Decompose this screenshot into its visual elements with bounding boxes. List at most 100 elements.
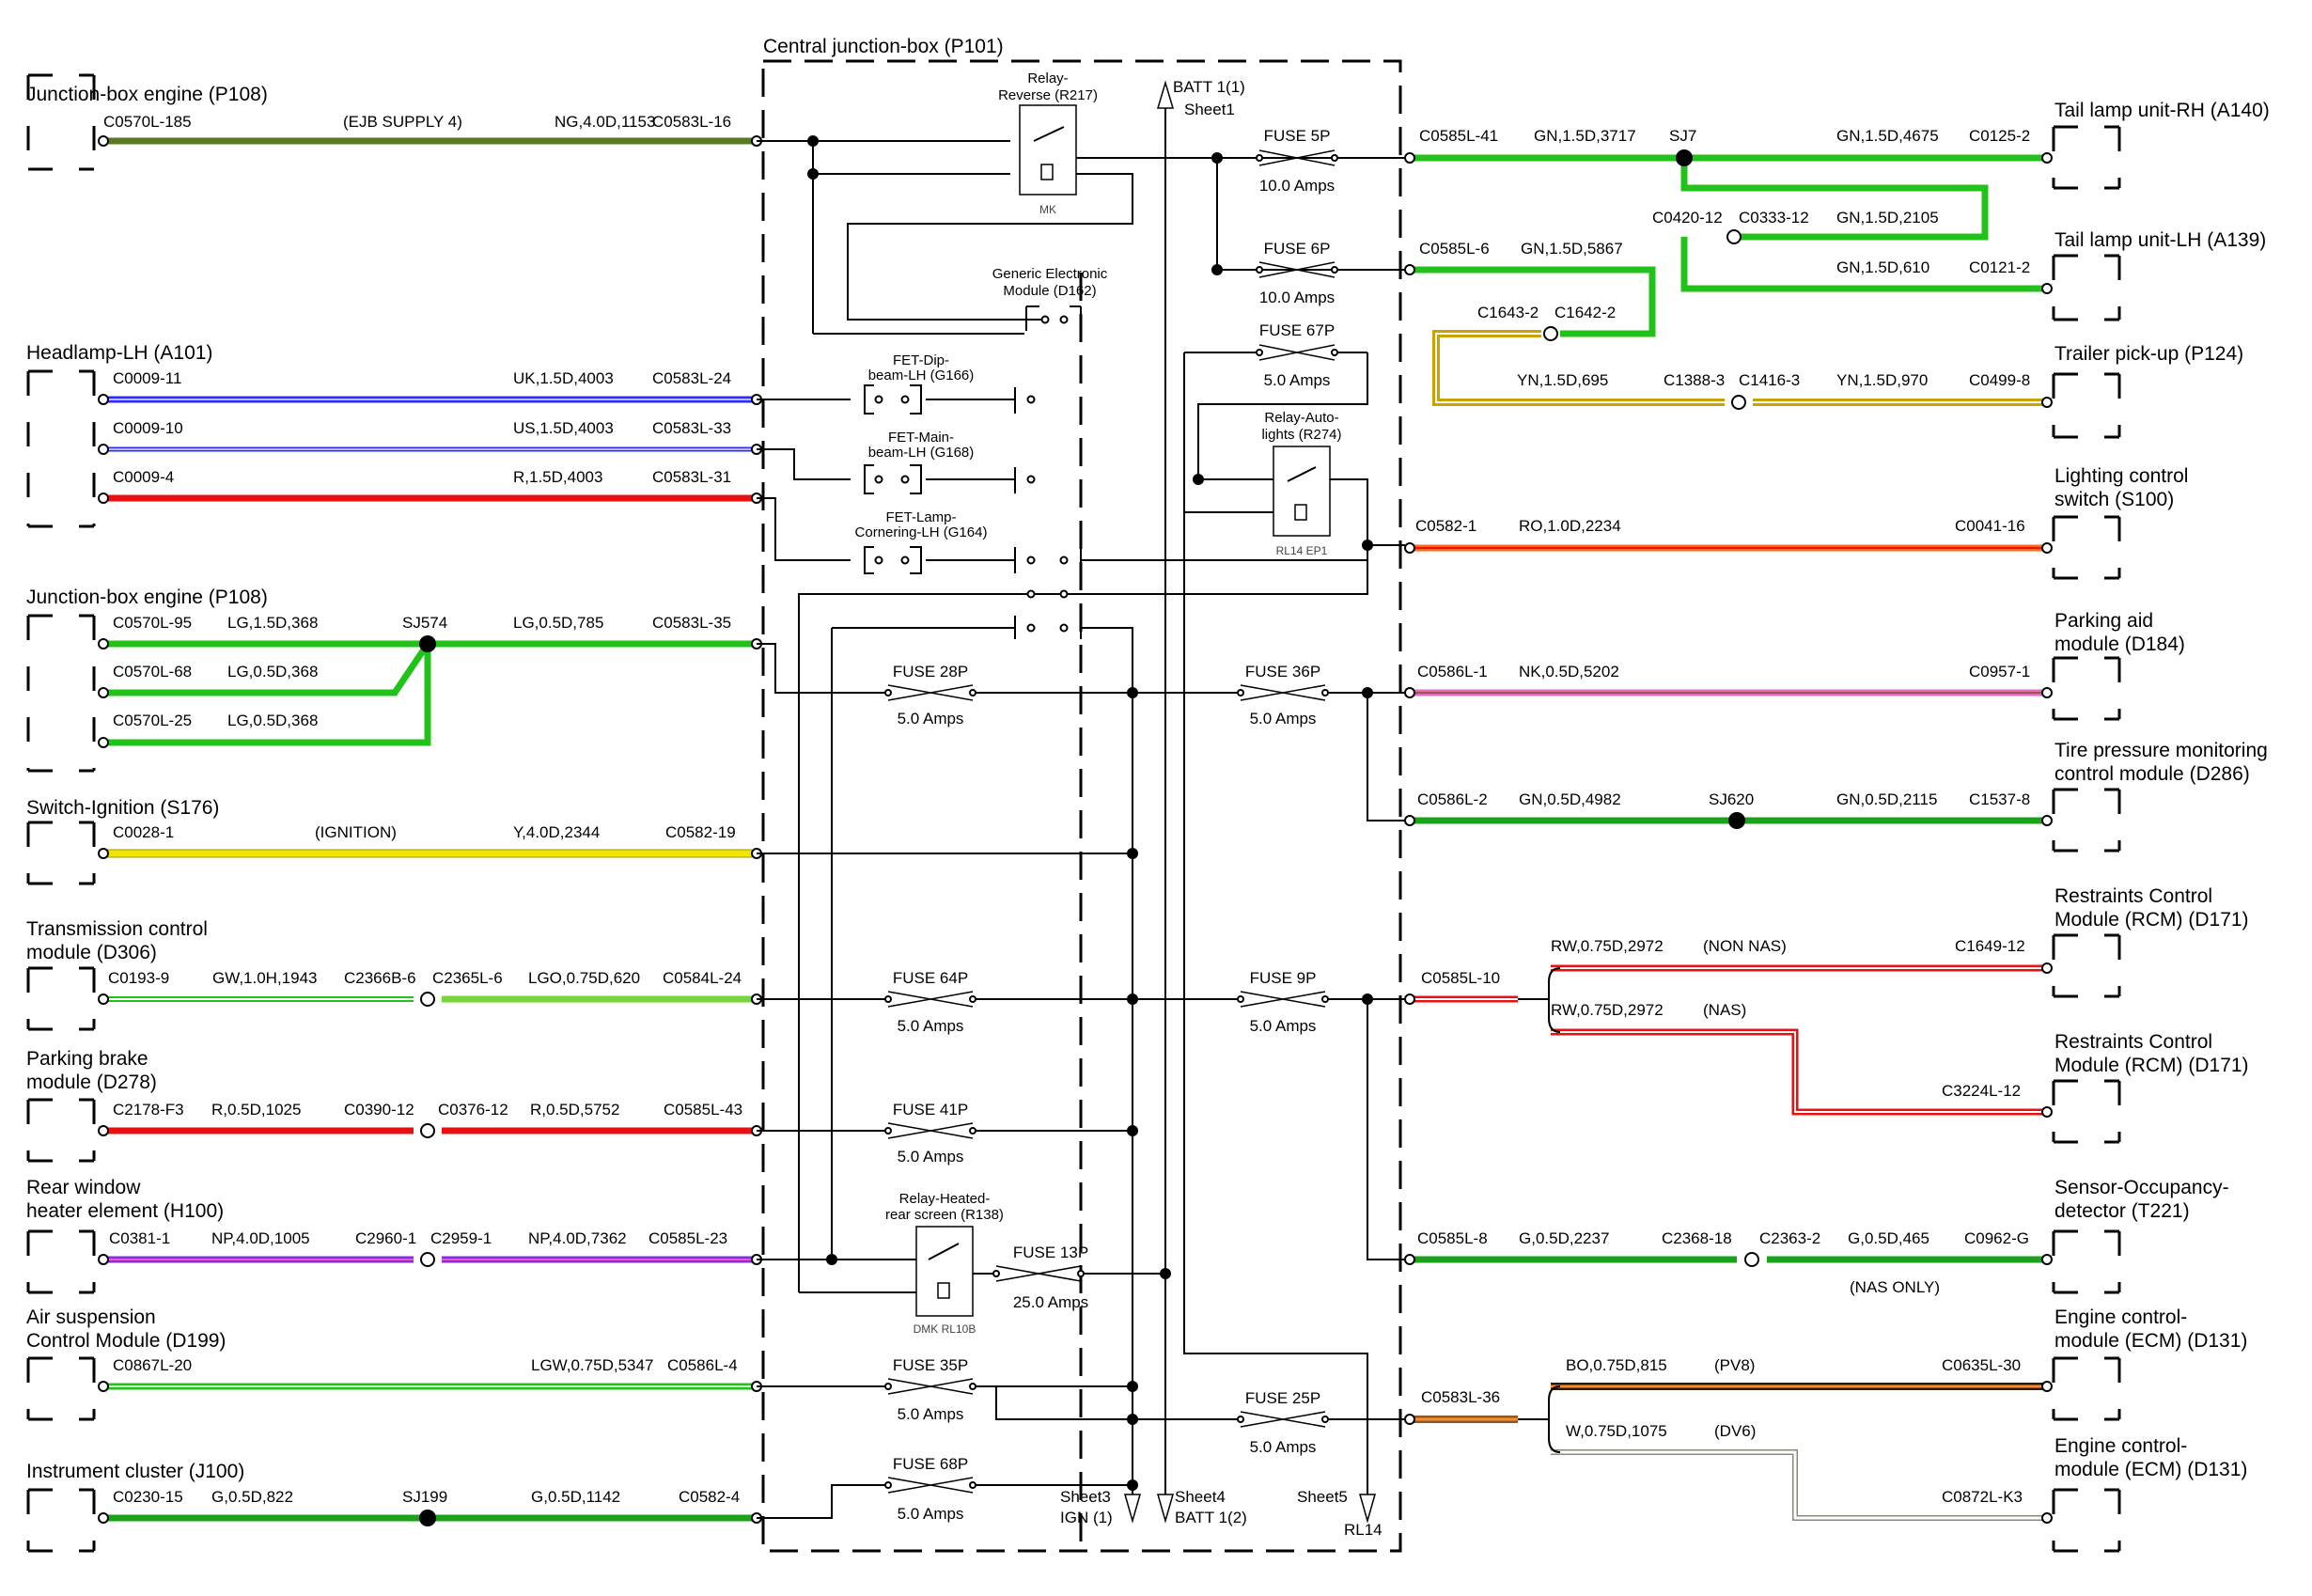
relay-reverse bbox=[1019, 104, 1077, 196]
fuse-name: FUSE 64P bbox=[893, 969, 968, 987]
fuse-41p: FUSE 41P 5.0 Amps bbox=[884, 1101, 976, 1166]
box-air bbox=[26, 1356, 96, 1421]
inline-connector bbox=[1543, 326, 1558, 341]
bus bbox=[757, 643, 888, 694]
fuse-terminal bbox=[1256, 154, 1263, 162]
fuse-rating: 5.0 Amps bbox=[898, 1017, 964, 1035]
pin bbox=[2041, 283, 2053, 294]
connector-label: C1537-8 bbox=[1969, 790, 2030, 808]
inline-connector bbox=[1731, 395, 1746, 410]
component-name: module (D278) bbox=[26, 1072, 157, 1093]
fuse-rating: 5.0 Amps bbox=[1264, 371, 1331, 389]
fuse-symbol bbox=[1258, 344, 1336, 361]
right-pins bbox=[1404, 152, 2053, 1524]
wire-note: (PV8) bbox=[1714, 1356, 1755, 1374]
wire-w-core bbox=[1551, 1450, 2044, 1520]
box-tlrh bbox=[2052, 125, 2121, 190]
pin bbox=[2041, 1106, 2053, 1118]
offsheet-label: Sheet4 bbox=[1175, 1488, 1226, 1506]
fuse-name: FUSE 68P bbox=[893, 1455, 968, 1473]
junction-box-title: Central junction-box (P101) bbox=[763, 36, 1004, 57]
fuse-terminal bbox=[969, 689, 976, 696]
fuse-terminal bbox=[1256, 266, 1263, 274]
connector-label: C0583L-31 bbox=[652, 468, 731, 486]
component-name: module (ECM) (D131) bbox=[2054, 1459, 2247, 1480]
switch-contact bbox=[1059, 315, 1069, 324]
fuse-terminal bbox=[969, 1481, 976, 1489]
sheet5-arrow bbox=[1359, 1494, 1376, 1524]
component-name: Lighting control bbox=[2054, 465, 2188, 487]
component-name: Tire pressure monitoring bbox=[2054, 740, 2268, 761]
connector-label: C0583L-36 bbox=[1421, 1388, 1500, 1406]
bus bbox=[1330, 478, 1368, 545]
fet-main-beam: FET-Main- beam-LH (G168) bbox=[864, 430, 974, 494]
fet-label: FET-Dip- bbox=[893, 352, 949, 368]
wire-spec: GN,1.5D,610 bbox=[1836, 258, 1929, 276]
fuse-9p: FUSE 9P 5.0 Amps bbox=[1237, 969, 1329, 1035]
wire-spec: G,0.5D,2237 bbox=[1519, 1229, 1609, 1247]
pin bbox=[98, 493, 109, 504]
connector-label: C3224L-12 bbox=[1942, 1082, 2021, 1100]
wire-gn-2105 bbox=[1680, 158, 1989, 241]
component-name: Junction-box engine (P108) bbox=[26, 587, 268, 608]
relay-heated-rear-screen bbox=[915, 1226, 974, 1317]
fuse-name: FUSE 5P bbox=[1264, 127, 1331, 145]
wire-spec: GN,1.5D,3717 bbox=[1534, 127, 1636, 145]
box-jbe2 bbox=[26, 614, 96, 773]
component-name: Engine control- bbox=[2054, 1435, 2187, 1457]
wire-spec: GN,1.5D,4675 bbox=[1836, 127, 1939, 145]
wire-spec: LGW,0.75D,5347 bbox=[531, 1356, 653, 1374]
fuse-6p: FUSE 6P 10.0 Amps bbox=[1256, 240, 1338, 306]
fuse-terminal bbox=[992, 1270, 1000, 1277]
component-name: Tail lamp unit-LH (A139) bbox=[2054, 229, 2266, 251]
fuse-terminal bbox=[884, 1481, 892, 1489]
fuse-rating: 25.0 Amps bbox=[1013, 1293, 1088, 1311]
box-rcm1 bbox=[2052, 933, 2121, 998]
bus bbox=[1197, 352, 1368, 479]
connector-label: C0583L-35 bbox=[652, 614, 731, 632]
component-name: heater element (H100) bbox=[26, 1200, 224, 1222]
fuse-terminal bbox=[1321, 1416, 1329, 1423]
offsheet-label: RL14 bbox=[1344, 1521, 1383, 1539]
wire-gn-5867 bbox=[1410, 266, 1656, 337]
connector-label: C0635L-30 bbox=[1942, 1356, 2021, 1374]
fet-label: Cornering-LH (G164) bbox=[855, 524, 988, 540]
fuse-rating: 10.0 Amps bbox=[1259, 177, 1335, 195]
wire-lg-25 bbox=[103, 644, 431, 746]
box-ecm1 bbox=[2052, 1356, 2121, 1421]
pin bbox=[1404, 1414, 1415, 1425]
fuse-terminal bbox=[884, 689, 892, 696]
relay-label: Relay- bbox=[1027, 70, 1068, 86]
fet-contact bbox=[874, 555, 883, 565]
junction-dot bbox=[1127, 687, 1138, 698]
connector-label: C0390-12 bbox=[344, 1101, 414, 1119]
left-component-names: Junction-box engine (P108) Headlamp-LH (… bbox=[26, 84, 268, 1482]
connector-label: C0420-12 bbox=[1652, 209, 1723, 227]
fuse-terminal bbox=[969, 1383, 976, 1390]
wire-spec: GN,0.5D,4982 bbox=[1519, 790, 1621, 808]
fuse-terminal bbox=[884, 1383, 892, 1390]
connector-label: C1643-2 bbox=[1477, 304, 1539, 321]
box-ic bbox=[26, 1488, 96, 1553]
fuse-symbol bbox=[1240, 991, 1326, 1008]
component-name: Air suspension bbox=[26, 1307, 156, 1328]
fuse-67p: FUSE 67P 5.0 Amps bbox=[1256, 321, 1338, 389]
pin bbox=[98, 1125, 109, 1136]
relay-code: DMK RL10B bbox=[914, 1322, 976, 1336]
fuse-name: FUSE 13P bbox=[1013, 1244, 1088, 1261]
relay-code: RL14 EP1 bbox=[1276, 544, 1328, 557]
relay-label: Relay-Heated- bbox=[899, 1191, 991, 1207]
fuse-rating: 5.0 Amps bbox=[898, 1148, 964, 1166]
fet-label: FET-Main- bbox=[888, 430, 954, 446]
box-pbm bbox=[26, 1098, 96, 1163]
fuse-name: FUSE 41P bbox=[893, 1101, 968, 1119]
inline-connector bbox=[420, 1123, 435, 1138]
offsheet-label: BATT 1(2) bbox=[1175, 1509, 1247, 1526]
pin bbox=[1404, 687, 1415, 698]
wire-spec: GN,1.5D,2105 bbox=[1836, 209, 1939, 227]
inline-connector bbox=[1744, 1252, 1759, 1267]
connector-label: C0583L-16 bbox=[652, 113, 731, 131]
connector-label: C0585L-43 bbox=[664, 1101, 742, 1119]
bus bbox=[798, 545, 1368, 1292]
relay-contact bbox=[1287, 466, 1317, 482]
